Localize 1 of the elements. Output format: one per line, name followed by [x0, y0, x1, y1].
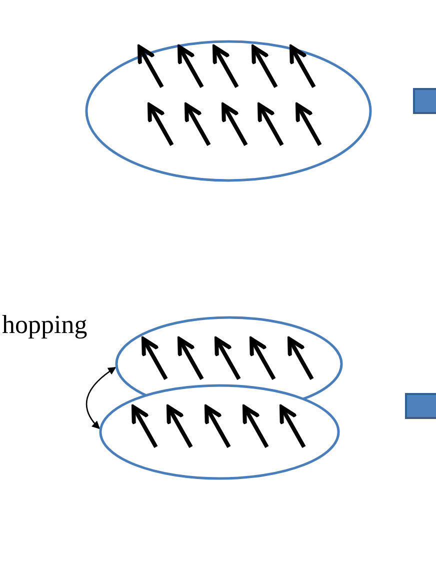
curved-arrow — [86, 366, 116, 430]
